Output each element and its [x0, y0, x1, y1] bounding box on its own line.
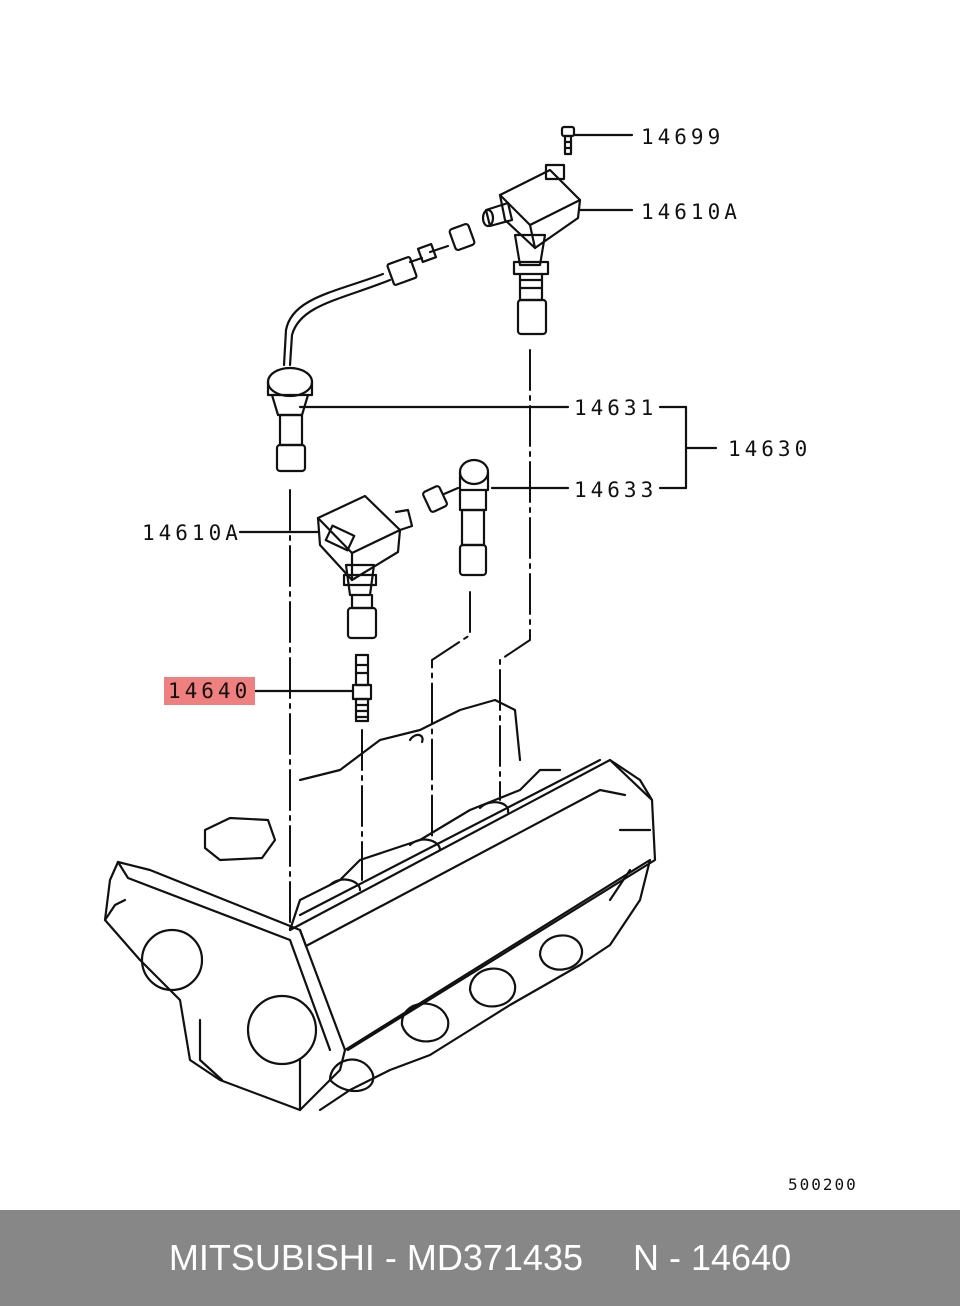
spark-plug-14640: [351, 653, 373, 723]
footer-part-number: MD371435: [406, 1237, 583, 1278]
engine-cylinder-head: [103, 698, 657, 1112]
leader-lines: [238, 133, 718, 693]
bolt-14699: [560, 125, 576, 156]
spark-plug-cable: [266, 222, 476, 473]
ignition-coil-left: [316, 494, 414, 640]
label-14640-highlighted[interactable]: 14640: [164, 677, 256, 705]
label-14630: 14630: [728, 437, 812, 461]
footer-reference: N - 14640: [633, 1237, 792, 1278]
footer-brand: MITSUBISHI: [168, 1237, 375, 1278]
spark-plug-cable-short: [422, 458, 490, 577]
footer-separator: -: [374, 1237, 407, 1278]
diagram-code: 500200: [788, 1175, 858, 1194]
label-14699: 14699: [641, 125, 725, 149]
label-14631: 14631: [574, 396, 658, 420]
footer-gap: [583, 1237, 633, 1279]
label-14610a-top: 14610A: [641, 200, 741, 224]
footer-bar: MITSUBISHI - MD371435 N - 14640: [0, 1210, 960, 1306]
label-14610a-left: 14610A: [142, 521, 242, 545]
alignment-lines: [289, 349, 531, 931]
parts-diagram: [103, 125, 718, 1112]
ignition-coil-top: [481, 163, 582, 336]
label-14633: 14633: [574, 478, 658, 502]
